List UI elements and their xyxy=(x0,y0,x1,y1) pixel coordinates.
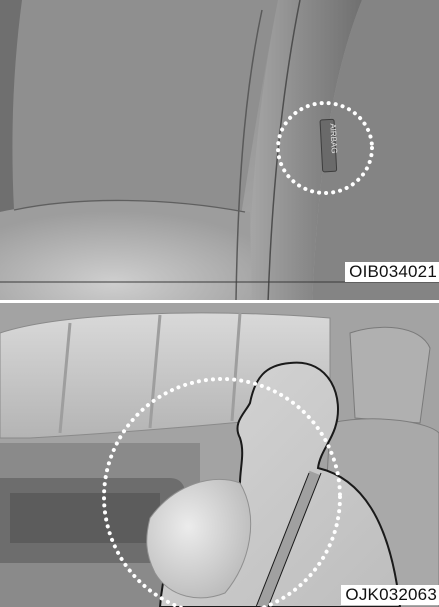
figure-code-label: OIB034021 xyxy=(345,262,439,282)
deployment-drawing xyxy=(0,303,439,607)
headrest xyxy=(350,327,430,423)
seat-back xyxy=(2,0,278,222)
seat-airbag-illustration: AIRBAG OIB034021 xyxy=(0,0,439,303)
airbag-tag-icon: AIRBAG xyxy=(320,119,340,172)
side-airbag-deployment-illustration: OJK032063 xyxy=(0,303,439,607)
figure-code-label: OJK032063 xyxy=(341,585,439,605)
seat-cushion xyxy=(0,201,252,303)
seat-drawing: AIRBAG xyxy=(0,0,439,303)
airbag-tag-text: AIRBAG xyxy=(328,123,339,154)
